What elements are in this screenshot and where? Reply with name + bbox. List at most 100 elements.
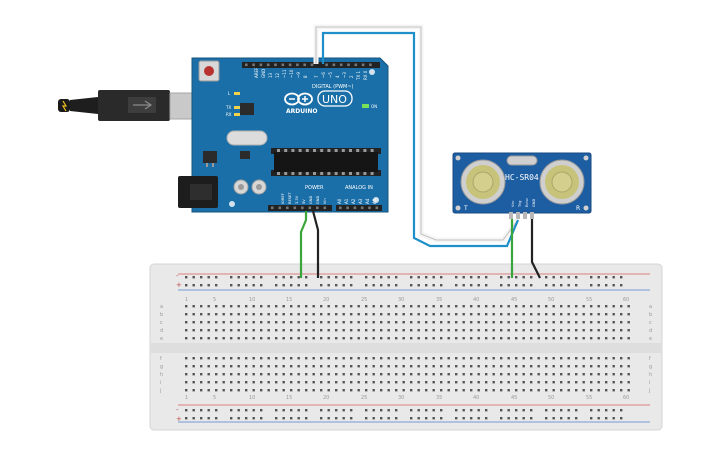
breadboard-hole[interactable] — [222, 305, 225, 308]
rail-hole[interactable] — [612, 284, 615, 287]
breadboard-hole[interactable] — [297, 373, 300, 376]
breadboard-hole[interactable] — [357, 321, 360, 324]
breadboard-hole[interactable] — [447, 305, 450, 308]
rail-hole[interactable] — [252, 409, 255, 412]
rail-hole[interactable] — [237, 417, 240, 420]
breadboard-hole[interactable] — [215, 337, 218, 340]
breadboard-hole[interactable] — [192, 389, 195, 392]
rail-hole[interactable] — [507, 409, 510, 412]
breadboard-hole[interactable] — [237, 381, 240, 384]
breadboard-hole[interactable] — [627, 313, 630, 316]
breadboard-hole[interactable] — [185, 381, 188, 384]
breadboard-hole[interactable] — [612, 373, 615, 376]
breadboard-hole[interactable] — [560, 329, 563, 332]
breadboard-hole[interactable] — [500, 365, 503, 368]
rail-hole[interactable] — [455, 409, 458, 412]
breadboard-hole[interactable] — [597, 365, 600, 368]
breadboard-hole[interactable] — [515, 357, 518, 360]
breadboard-hole[interactable] — [402, 329, 405, 332]
breadboard-hole[interactable] — [507, 357, 510, 360]
header-pin[interactable] — [310, 63, 314, 67]
breadboard-hole[interactable] — [620, 337, 623, 340]
breadboard-hole[interactable] — [522, 381, 525, 384]
breadboard-hole[interactable] — [410, 337, 413, 340]
breadboard-hole[interactable] — [230, 373, 233, 376]
breadboard-hole[interactable] — [447, 313, 450, 316]
breadboard-hole[interactable] — [462, 321, 465, 324]
breadboard-hole[interactable] — [575, 373, 578, 376]
rail-hole[interactable] — [365, 276, 368, 279]
breadboard-hole[interactable] — [582, 373, 585, 376]
rail-hole[interactable] — [417, 417, 420, 420]
rail-hole[interactable] — [395, 276, 398, 279]
breadboard-hole[interactable] — [215, 389, 218, 392]
breadboard-hole[interactable] — [395, 365, 398, 368]
breadboard-hole[interactable] — [597, 329, 600, 332]
breadboard-hole[interactable] — [477, 337, 480, 340]
breadboard-hole[interactable] — [185, 373, 188, 376]
header-pin[interactable] — [271, 206, 274, 210]
breadboard-hole[interactable] — [530, 357, 533, 360]
breadboard-hole[interactable] — [440, 373, 443, 376]
breadboard-hole[interactable] — [507, 329, 510, 332]
breadboard-hole[interactable] — [245, 313, 248, 316]
breadboard-hole[interactable] — [335, 381, 338, 384]
breadboard-hole[interactable] — [485, 389, 488, 392]
breadboard-hole[interactable] — [575, 305, 578, 308]
breadboard-hole[interactable] — [275, 357, 278, 360]
breadboard-hole[interactable] — [350, 305, 353, 308]
breadboard-hole[interactable] — [552, 373, 555, 376]
breadboard-hole[interactable] — [395, 305, 398, 308]
breadboard-hole[interactable] — [485, 313, 488, 316]
breadboard-hole[interactable] — [207, 357, 210, 360]
breadboard-hole[interactable] — [417, 313, 420, 316]
breadboard-hole[interactable] — [470, 365, 473, 368]
breadboard-hole[interactable] — [425, 365, 428, 368]
rail-hole[interactable] — [237, 284, 240, 287]
breadboard-hole[interactable] — [582, 381, 585, 384]
breadboard-hole[interactable] — [560, 365, 563, 368]
breadboard-hole[interactable] — [267, 313, 270, 316]
breadboard-hole[interactable] — [252, 305, 255, 308]
breadboard-hole[interactable] — [327, 305, 330, 308]
breadboard-hole[interactable] — [252, 365, 255, 368]
breadboard-hole[interactable] — [282, 305, 285, 308]
breadboard-hole[interactable] — [282, 389, 285, 392]
rail-hole[interactable] — [230, 409, 233, 412]
breadboard-hole[interactable] — [515, 313, 518, 316]
breadboard-hole[interactable] — [627, 373, 630, 376]
rail-hole[interactable] — [567, 409, 570, 412]
breadboard-hole[interactable] — [222, 321, 225, 324]
breadboard[interactable]: - + - + 1 5 10 15 20 25 30 35 40 45 50 5… — [149, 263, 663, 431]
breadboard-hole[interactable] — [395, 357, 398, 360]
breadboard-hole[interactable] — [290, 389, 293, 392]
breadboard-hole[interactable] — [515, 321, 518, 324]
breadboard-hole[interactable] — [417, 373, 420, 376]
rail-hole[interactable] — [410, 409, 413, 412]
breadboard-hole[interactable] — [237, 313, 240, 316]
rail-hole[interactable] — [620, 409, 623, 412]
rail-hole[interactable] — [515, 276, 518, 279]
rail-hole[interactable] — [477, 276, 480, 279]
breadboard-hole[interactable] — [327, 357, 330, 360]
breadboard-hole[interactable] — [267, 357, 270, 360]
rail-hole[interactable] — [470, 276, 473, 279]
breadboard-hole[interactable] — [222, 381, 225, 384]
rail-hole[interactable] — [605, 284, 608, 287]
breadboard-hole[interactable] — [410, 305, 413, 308]
breadboard-hole[interactable] — [387, 357, 390, 360]
breadboard-hole[interactable] — [605, 337, 608, 340]
header-pin[interactable] — [308, 206, 312, 210]
breadboard-hole[interactable] — [342, 305, 345, 308]
breadboard-hole[interactable] — [522, 321, 525, 324]
rail-hole[interactable] — [500, 417, 503, 420]
breadboard-hole[interactable] — [560, 313, 563, 316]
header-pin[interactable] — [354, 63, 358, 67]
breadboard-hole[interactable] — [410, 313, 413, 316]
breadboard-hole[interactable] — [515, 389, 518, 392]
breadboard-hole[interactable] — [620, 305, 623, 308]
breadboard-hole[interactable] — [305, 357, 308, 360]
breadboard-hole[interactable] — [185, 389, 188, 392]
breadboard-hole[interactable] — [200, 337, 203, 340]
breadboard-hole[interactable] — [290, 365, 293, 368]
